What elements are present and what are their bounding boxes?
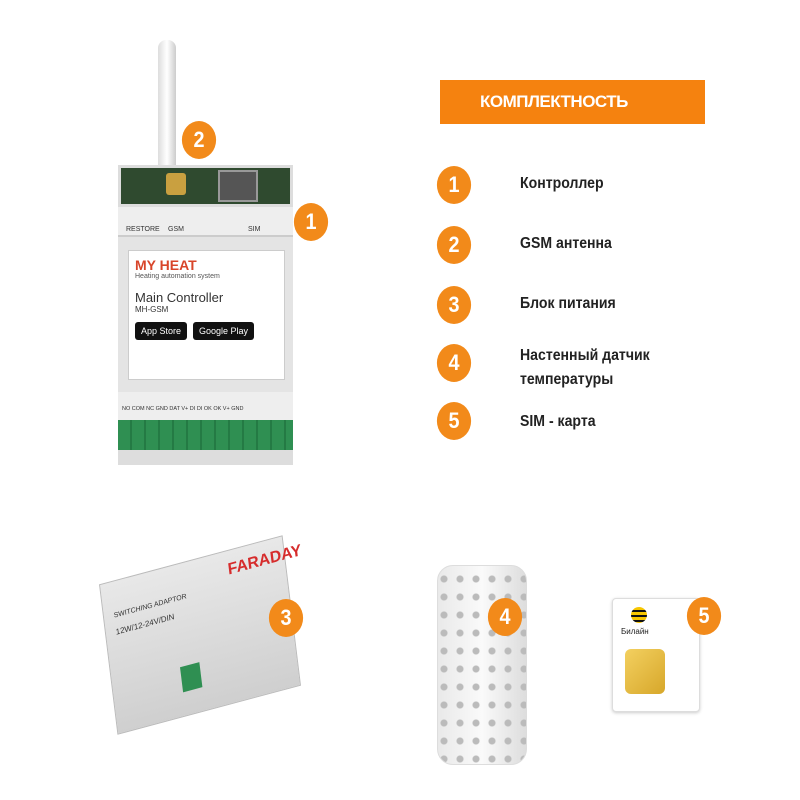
sim-label: SIM [248,226,261,233]
device-badge-4: 4 [487,598,523,636]
terminal-labels: NO COM NC GND DAT V+ DI DI OK OK V+ GND [122,406,244,412]
temperature-sensor-image [437,565,527,765]
app-store-badge: App Store [135,322,188,340]
gsm-label: GSM [168,226,184,233]
item-label-sim: SIM - карта [520,413,596,430]
item-label-power-supply: Блок питания [520,295,616,312]
device-badge-2: 2 [181,121,217,159]
ps-title: SWITCHING ADAPTOR [113,593,188,620]
number-badge-2: 2 [436,226,472,264]
terminal-block [118,420,293,450]
faraday-logo: FARADAY [226,541,303,579]
controller-image: RESTORE GSM SIM MY HEAT Heating automati… [118,40,298,465]
item-label-controller: Контроллер [520,175,604,192]
item-label-antenna: GSM антенна [520,235,612,252]
beeline-logo-icon [631,607,647,623]
item-label-sensor: Настенный датчик температуры [520,347,650,388]
number-badge-3: 3 [436,286,472,324]
restore-label: RESTORE [126,226,160,233]
brand-logo: MY HEAT [135,257,197,273]
sim-chip [625,649,665,694]
model-title: Main Controller [135,290,224,305]
number-badge-4: 4 [436,344,472,382]
tagline: Heating automation system [135,273,220,280]
number-badge-1: 1 [436,166,472,204]
device-badge-1: 1 [293,203,329,241]
front-label: MY HEAT Heating automation system Main C… [128,250,285,380]
model-code: MH-GSM [135,305,169,314]
device-badge-5: 5 [686,597,722,635]
sim-card-image: Билайн [612,598,700,712]
power-supply-image: FARADAY SWITCHING ADAPTOR 12W/12-24V/DIN [99,535,303,735]
device-badge-3: 3 [268,599,304,637]
section-title: КОМПЛЕКТНОСТЬ [440,80,705,124]
sim-brand: Билайн [621,627,649,636]
antenna [158,40,176,180]
number-badge-5: 5 [436,402,472,440]
google-play-badge: Google Play [193,322,255,340]
